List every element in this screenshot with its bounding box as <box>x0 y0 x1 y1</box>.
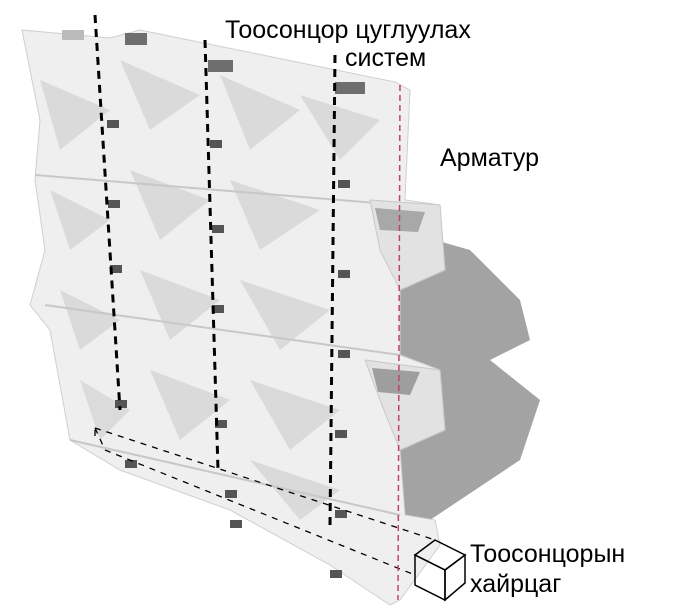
label-dust-box-line2: хайрцаг <box>470 570 562 598</box>
top-connectors <box>62 30 365 94</box>
rebar-line <box>397 84 401 601</box>
dust-box <box>413 539 467 602</box>
collection-system-lines <box>93 14 337 526</box>
label-rebar: Арматур <box>440 144 539 172</box>
wall-facets <box>40 60 380 520</box>
block-ends <box>364 199 446 451</box>
label-dust-box-line1: Тоосонцорын <box>470 540 626 568</box>
label-collection-system-line2: систем <box>345 44 427 72</box>
block-seams <box>34 174 401 516</box>
label-collection-system-line1: Тоосонцор цуглуулах <box>225 16 471 44</box>
dust-box-guides <box>94 427 436 576</box>
wall-shadow <box>400 230 540 600</box>
connector-slots <box>107 120 350 578</box>
